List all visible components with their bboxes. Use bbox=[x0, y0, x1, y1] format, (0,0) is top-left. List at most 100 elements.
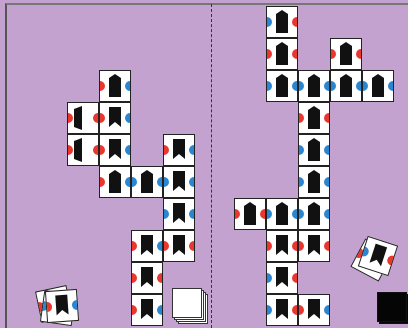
tile-emblem bbox=[372, 74, 384, 97]
tile[interactable] bbox=[298, 198, 330, 230]
tile-emblem bbox=[308, 235, 320, 255]
tile[interactable] bbox=[266, 6, 298, 38]
tile[interactable] bbox=[298, 134, 330, 166]
left-peg bbox=[164, 145, 169, 155]
tile[interactable] bbox=[131, 294, 163, 326]
tile[interactable] bbox=[67, 134, 99, 166]
right-peg bbox=[324, 241, 329, 251]
left-peg bbox=[299, 113, 304, 123]
tile[interactable] bbox=[131, 262, 163, 294]
tile[interactable] bbox=[163, 198, 195, 230]
tile[interactable] bbox=[99, 102, 131, 134]
right-peg bbox=[189, 209, 194, 219]
left-peg bbox=[299, 177, 304, 187]
left-peg bbox=[132, 177, 137, 187]
tile[interactable] bbox=[131, 230, 163, 262]
tile[interactable] bbox=[298, 230, 330, 262]
tile[interactable] bbox=[298, 70, 330, 102]
tile[interactable] bbox=[99, 166, 131, 198]
tile-emblem bbox=[276, 299, 288, 319]
tile-emblem bbox=[276, 74, 288, 97]
tile[interactable] bbox=[99, 134, 131, 166]
tile-emblem bbox=[109, 170, 121, 193]
right-peg bbox=[93, 113, 98, 123]
tile-emblem bbox=[74, 138, 82, 162]
tile-emblem bbox=[74, 106, 82, 130]
right-peg bbox=[324, 209, 329, 219]
tile[interactable] bbox=[298, 102, 330, 134]
left-peg bbox=[235, 209, 240, 219]
left-peg bbox=[299, 145, 304, 155]
right-peg bbox=[157, 177, 162, 187]
right-peg bbox=[324, 113, 329, 123]
right-peg bbox=[189, 177, 194, 187]
tile[interactable] bbox=[266, 70, 298, 102]
tile[interactable] bbox=[266, 262, 298, 294]
tile-emblem bbox=[55, 295, 68, 316]
tile-emblem bbox=[308, 299, 320, 319]
right-peg bbox=[292, 49, 297, 59]
tile[interactable] bbox=[67, 102, 99, 134]
tile-emblem bbox=[308, 170, 320, 193]
left-peg bbox=[299, 209, 304, 219]
right-peg bbox=[388, 81, 393, 91]
tile-emblem bbox=[109, 74, 121, 97]
left-peg bbox=[299, 241, 304, 251]
left-peg bbox=[267, 241, 272, 251]
left-peg bbox=[267, 49, 272, 59]
tile[interactable] bbox=[131, 166, 163, 198]
player-divider bbox=[211, 4, 212, 328]
tile[interactable] bbox=[330, 70, 362, 102]
left-peg bbox=[267, 273, 272, 283]
right-peg bbox=[93, 145, 98, 155]
tile[interactable] bbox=[298, 294, 330, 326]
left-peg bbox=[331, 49, 336, 59]
left-tile-stack-card[interactable] bbox=[172, 288, 202, 318]
right-peg bbox=[157, 305, 162, 315]
left-peg bbox=[267, 305, 272, 315]
right-peg bbox=[324, 305, 329, 315]
right-peg bbox=[189, 145, 194, 155]
tile[interactable] bbox=[99, 70, 131, 102]
right-peg bbox=[189, 241, 194, 251]
tile-emblem bbox=[141, 267, 153, 287]
left-peg bbox=[267, 209, 272, 219]
tile[interactable] bbox=[266, 294, 298, 326]
left-peg bbox=[299, 81, 304, 91]
tile-emblem bbox=[276, 42, 288, 65]
left-peg bbox=[267, 81, 272, 91]
tile[interactable] bbox=[266, 38, 298, 70]
tile[interactable] bbox=[266, 230, 298, 262]
tile-emblem bbox=[370, 244, 388, 267]
right-peg bbox=[72, 300, 78, 311]
left-peg bbox=[132, 305, 137, 315]
tile[interactable] bbox=[330, 38, 362, 70]
left-peg bbox=[331, 81, 336, 91]
tile[interactable] bbox=[163, 230, 195, 262]
tile[interactable] bbox=[362, 70, 394, 102]
left-peg bbox=[164, 241, 169, 251]
left-peg bbox=[164, 209, 169, 219]
right-peg bbox=[157, 273, 162, 283]
tile-emblem bbox=[109, 139, 121, 159]
right-peg bbox=[125, 177, 130, 187]
left-peg bbox=[267, 17, 272, 27]
right-tile-stack-card[interactable] bbox=[377, 292, 407, 322]
left-drawn-tile[interactable] bbox=[45, 289, 79, 323]
tile[interactable] bbox=[163, 134, 195, 166]
right-peg bbox=[292, 209, 297, 219]
right-peg bbox=[356, 81, 361, 91]
tile-emblem bbox=[308, 74, 320, 97]
right-peg bbox=[125, 145, 130, 155]
tile[interactable] bbox=[266, 198, 298, 230]
tile[interactable] bbox=[234, 198, 266, 230]
tile-emblem bbox=[276, 267, 288, 287]
right-peg bbox=[324, 145, 329, 155]
tile[interactable] bbox=[298, 166, 330, 198]
tile-emblem bbox=[141, 235, 153, 255]
tile-emblem bbox=[308, 138, 320, 161]
tile-emblem bbox=[340, 74, 352, 97]
tile[interactable] bbox=[163, 166, 195, 198]
tile-emblem bbox=[308, 202, 320, 225]
tile-emblem bbox=[173, 203, 185, 223]
